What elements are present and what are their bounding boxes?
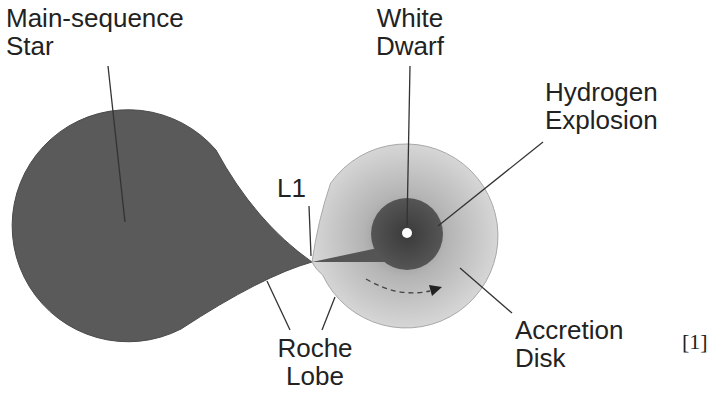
rotation-arrow [366, 279, 430, 293]
accretion-disk [312, 144, 498, 328]
leader-line [407, 66, 410, 226]
leader-line [438, 142, 543, 226]
part-label: Roche Lobe [255, 334, 375, 390]
callout-number: [1] [682, 328, 722, 356]
arrow-head [429, 285, 442, 296]
leader-line [460, 268, 512, 313]
part-label: Main-sequence Star [6, 4, 221, 60]
white-dwarf-dot [402, 228, 412, 238]
star-lobe [12, 110, 312, 342]
part-label: White Dwarf [345, 4, 475, 60]
part-label: Hydrogen Explosion [545, 78, 715, 134]
leader-line [108, 66, 125, 222]
leader-line [322, 297, 335, 330]
leader-line [309, 206, 311, 256]
leader-line [267, 281, 290, 330]
part-label: Accretion Disk [515, 316, 665, 372]
point-label: L1 [277, 174, 317, 202]
